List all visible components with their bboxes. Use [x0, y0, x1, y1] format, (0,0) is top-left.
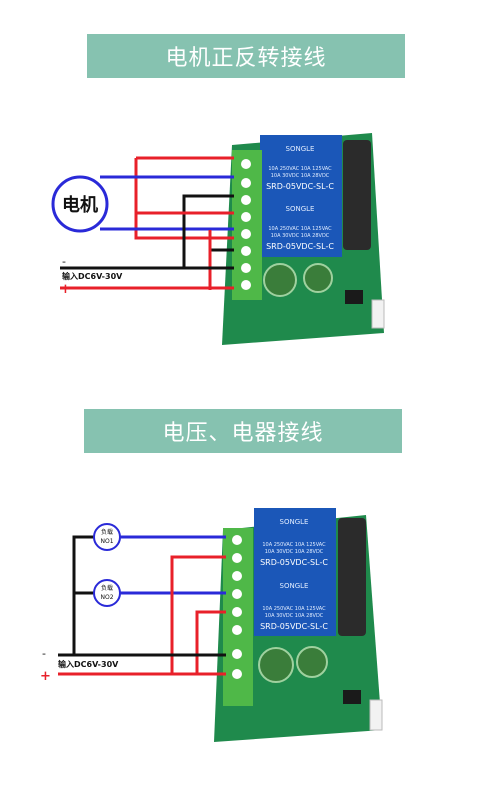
- relay-model: SRD-05VDC-SL-C: [260, 558, 328, 567]
- button: [369, 699, 383, 731]
- relay-model: SRD-05VDC-SL-C: [260, 622, 328, 631]
- relay-1: SONGLE 10A 250VAC 10A 125VAC 10A 30VDC 1…: [254, 508, 336, 572]
- ic-chip: [345, 290, 363, 304]
- capacitor: [258, 647, 294, 683]
- relay-rating: 10A 250VAC 10A 125VAC: [268, 166, 332, 172]
- motor-wiring-diagram: SONGLE 10A 250VAC 10A 125VAC 10A 30VDC 1…: [51, 133, 385, 345]
- wires: [60, 156, 234, 290]
- relay-brand: SONGLE: [286, 145, 315, 153]
- input-label: 输入DC6V-30V: [58, 659, 119, 669]
- capacitor: [296, 646, 328, 678]
- relay-2: SONGLE 10A 250VAC 10A 125VAC 10A 30VDC 1…: [260, 195, 342, 257]
- relay-rating: 10A 250VAC 10A 125VAC: [268, 226, 332, 232]
- minus-label: -: [62, 255, 66, 268]
- load-2-sub: NO2: [100, 594, 113, 601]
- relay-rating: 10A 30VDC 10A 28VDC: [265, 613, 324, 619]
- motor-label: 电机: [62, 194, 98, 216]
- relay-model: SRD-05VDC-SL-C: [266, 242, 334, 251]
- motor: 电机: [51, 175, 109, 233]
- relay-rating: 10A 30VDC 10A 28VDC: [271, 233, 330, 239]
- section-title-motor: 电机正反转接线: [87, 34, 405, 78]
- wires: [58, 535, 226, 676]
- relay-brand: SONGLE: [286, 205, 315, 213]
- minus-label: -: [42, 647, 46, 660]
- relay-rating: 10A 30VDC 10A 28VDC: [265, 549, 324, 555]
- input-label: 输入DC6V-30V: [62, 271, 123, 281]
- ic-chip: [343, 690, 361, 704]
- relay-2: SONGLE 10A 250VAC 10A 125VAC 10A 30VDC 1…: [254, 572, 336, 636]
- load-1: 负载 NO1: [93, 523, 121, 551]
- capacitor: [303, 263, 333, 293]
- plus-label: +: [60, 282, 71, 297]
- load-1-label: 负载: [101, 528, 113, 536]
- antenna-coil: [338, 518, 366, 636]
- relay-rating: 10A 30VDC 10A 28VDC: [271, 173, 330, 179]
- section-title-load: 电压、电器接线: [84, 409, 402, 453]
- relay-rating: 10A 250VAC 10A 125VAC: [262, 606, 326, 612]
- terminal-screws: [232, 535, 242, 679]
- plus-label: +: [40, 669, 51, 684]
- load-1-sub: NO1: [100, 538, 113, 545]
- load-2-label: 负载: [101, 584, 113, 592]
- relay-rating: 10A 250VAC 10A 125VAC: [262, 542, 326, 548]
- relay-model: SRD-05VDC-SL-C: [266, 182, 334, 191]
- load-wiring-diagram: SONGLE 10A 250VAC 10A 125VAC 10A 30VDC 1…: [40, 508, 383, 742]
- relay-brand: SONGLE: [280, 518, 309, 526]
- capacitor: [263, 263, 297, 297]
- load-2: 负载 NO2: [93, 579, 121, 607]
- antenna-coil: [343, 140, 371, 250]
- button: [371, 299, 385, 329]
- relay-brand: SONGLE: [280, 582, 309, 590]
- relay-1: SONGLE 10A 250VAC 10A 125VAC 10A 30VDC 1…: [260, 135, 342, 197]
- terminal-block: [232, 150, 262, 300]
- terminal-screws: [241, 159, 251, 290]
